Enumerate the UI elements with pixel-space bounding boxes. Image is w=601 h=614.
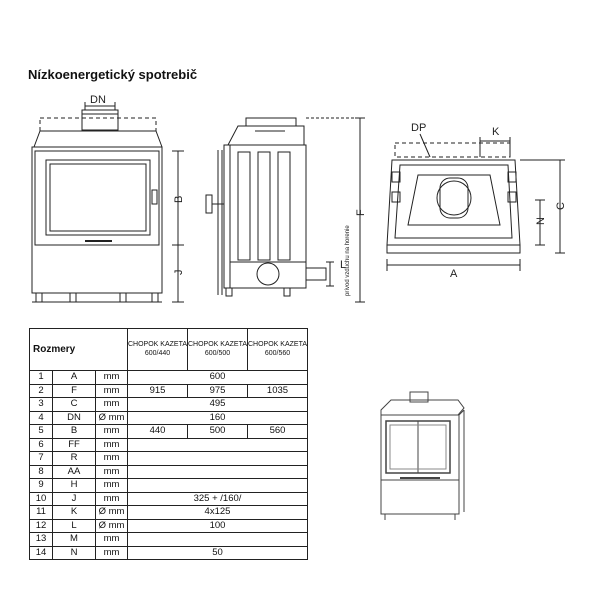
row-value-merged: 50 <box>127 545 308 560</box>
column-header-440: CHOPOK KAZETA 600/440 <box>127 328 188 371</box>
row-unit: mm <box>95 464 128 479</box>
row-number: 7 <box>29 451 53 466</box>
row-unit: mm <box>95 478 128 493</box>
row-value-merged: 325 + /160/ <box>127 491 308 506</box>
row-parameter: FF <box>52 437 96 452</box>
row-number: 11 <box>29 505 53 520</box>
row-value-merged <box>127 437 308 452</box>
dim-j-label: J <box>173 270 185 276</box>
air-inlet-label: prívod vzduchu na horenie <box>345 225 351 296</box>
row-parameter: DN <box>52 410 96 425</box>
row-value: 975 <box>187 383 248 398</box>
column-header-560: CHOPOK KAZETA 600/560 <box>247 328 308 371</box>
row-parameter: C <box>52 397 96 412</box>
row-value-merged: 100 <box>127 518 308 533</box>
row-unit: mm <box>95 532 128 547</box>
row-parameter: K <box>52 505 96 520</box>
row-parameter: J <box>52 491 96 506</box>
row-parameter: N <box>52 545 96 560</box>
row-number: 8 <box>29 464 53 479</box>
row-unit: mm <box>95 370 128 385</box>
dim-n-label: N <box>535 217 547 225</box>
row-number: 6 <box>29 437 53 452</box>
product-3d-preview <box>380 391 465 520</box>
row-value: 500 <box>187 424 248 439</box>
row-unit: mm <box>95 424 128 439</box>
row-unit: Ø mm <box>95 518 128 533</box>
dim-b-label: B <box>173 196 185 203</box>
side-view: L F prívod vzduchu na horenie <box>205 117 367 303</box>
top-view: DP K A C N <box>386 122 567 280</box>
dim-f-label: F <box>355 209 367 216</box>
row-unit: mm <box>95 437 128 452</box>
row-number: 10 <box>29 491 53 506</box>
row-value: 1035 <box>247 383 308 398</box>
row-value-merged: 600 <box>127 370 308 385</box>
dimensions-table: Rozmery CHOPOK KAZETA 600/440 CHOPOK KAZ… <box>29 328 308 560</box>
row-unit: mm <box>95 451 128 466</box>
row-number: 3 <box>29 397 53 412</box>
row-number: 5 <box>29 424 53 439</box>
row-unit: mm <box>95 397 128 412</box>
dim-dp-label: DP <box>411 122 426 134</box>
row-parameter: B <box>52 424 96 439</box>
row-unit: Ø mm <box>95 505 128 520</box>
row-value-merged <box>127 532 308 547</box>
row-unit: mm <box>95 545 128 560</box>
row-number: 9 <box>29 478 53 493</box>
table-header-label: Rozmery <box>29 328 128 371</box>
row-number: 4 <box>29 410 53 425</box>
row-value: 440 <box>127 424 188 439</box>
dim-c-label: C <box>555 202 567 210</box>
row-number: 14 <box>29 545 53 560</box>
row-value-merged: 4x125 <box>127 505 308 520</box>
dim-a-label: A <box>450 268 458 280</box>
page-title: Nízkoenergetický spotrebič <box>28 67 198 82</box>
dim-l-label: L <box>340 259 346 271</box>
row-value-merged <box>127 478 308 493</box>
row-unit: mm <box>95 491 128 506</box>
row-parameter: H <box>52 478 96 493</box>
row-unit: Ø mm <box>95 410 128 425</box>
row-value-merged <box>127 451 308 466</box>
row-number: 13 <box>29 532 53 547</box>
dim-dn-label: DN <box>90 94 106 106</box>
row-parameter: F <box>52 383 96 398</box>
row-parameter: A <box>52 370 96 385</box>
row-parameter: L <box>52 518 96 533</box>
row-parameter: AA <box>52 464 96 479</box>
row-value: 560 <box>247 424 308 439</box>
row-number: 2 <box>29 383 53 398</box>
row-parameter: M <box>52 532 96 547</box>
row-parameter: R <box>52 451 96 466</box>
table-header-row: Rozmery CHOPOK KAZETA 600/440 CHOPOK KAZ… <box>29 328 308 371</box>
row-value: 915 <box>127 383 188 398</box>
row-unit: mm <box>95 383 128 398</box>
dim-k-label: K <box>492 126 500 138</box>
row-number: 1 <box>29 370 53 385</box>
column-header-500: CHOPOK KAZETA 600/500 <box>187 328 248 371</box>
row-value-merged: 160 <box>127 410 308 425</box>
row-number: 12 <box>29 518 53 533</box>
row-value-merged <box>127 464 308 479</box>
row-value-merged: 495 <box>127 397 308 412</box>
front-view: DN B J <box>31 94 185 303</box>
